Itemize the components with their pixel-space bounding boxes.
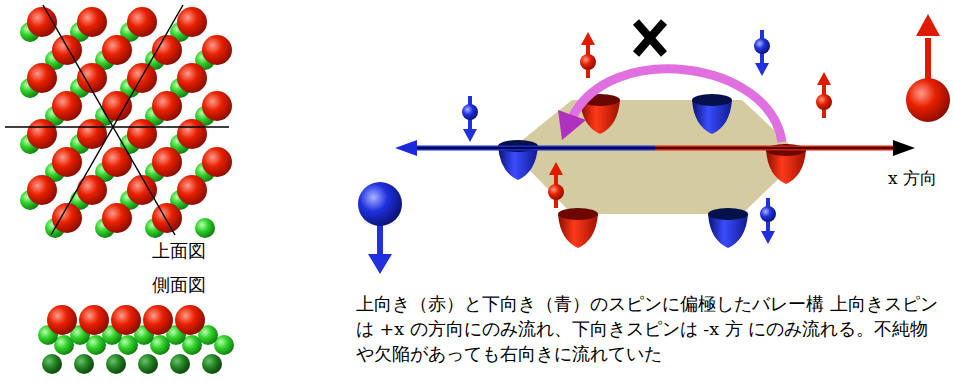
x-axis (395, 140, 915, 156)
brillouin-hexagon (510, 100, 802, 214)
backscatter-arrow (558, 22, 782, 142)
lattice-red (27, 7, 232, 233)
view-label: 側面図 (152, 274, 206, 296)
side-view (38, 305, 234, 374)
symmetry-lines (5, 5, 229, 235)
caption: 上向き（赤）と下向き（青）のスピンに偏極したバレー構 上向きスピンは +x の方… (356, 292, 946, 367)
axis-label: x 方向 (888, 168, 937, 188)
big-spin-down (358, 182, 402, 274)
spin-arrows (462, 30, 832, 244)
valley-cones (498, 94, 806, 248)
view-label: 上面図 (152, 240, 206, 262)
lattice-green (20, 22, 215, 238)
big-spin-up (906, 14, 950, 122)
